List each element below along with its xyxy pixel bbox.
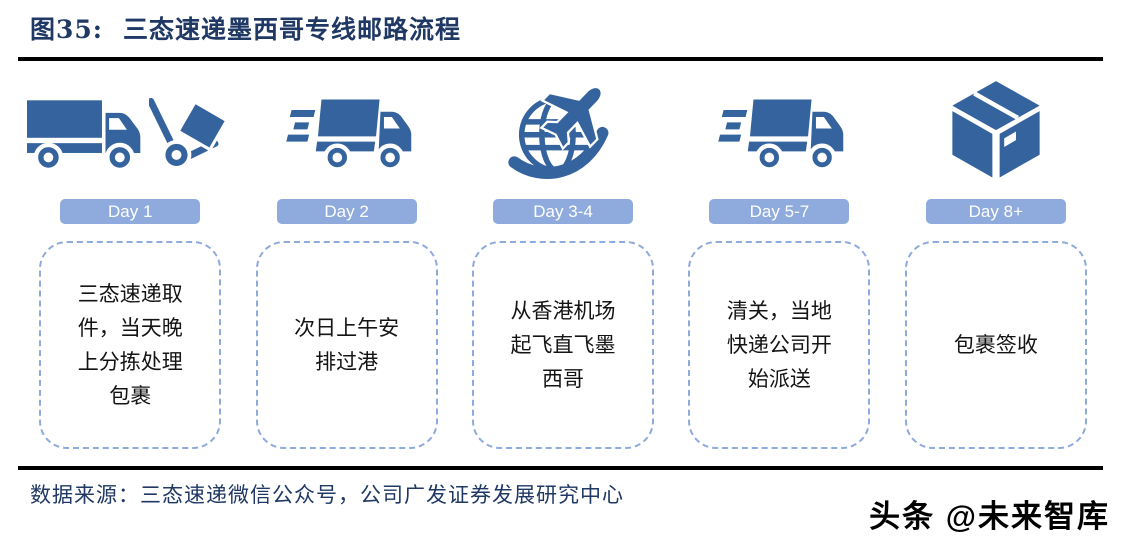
stage-text: 从香港机场起飞直飞墨西哥 bbox=[510, 298, 616, 391]
stage-column-1: Day 1 三态速递取件，当天晚上分拣处理包裹 bbox=[22, 70, 238, 449]
stage-box: 清关，当地快递公司开始派送 bbox=[688, 241, 871, 449]
speeding-truck-icon bbox=[718, 99, 844, 172]
top-divider bbox=[18, 57, 1103, 61]
stage-text: 包裹签收 bbox=[953, 332, 1038, 357]
data-source-text: 数据来源：三态速递微信公众号，公司广发证券发展研究中心 bbox=[30, 483, 624, 507]
stage-column-5: Day 8+ 包裹签收 bbox=[888, 70, 1104, 449]
globe-plane-icon bbox=[508, 85, 609, 180]
process-flow: Day 1 三态速递取件，当天晚上分拣处理包裹 D bbox=[22, 70, 1104, 449]
package-box-icon bbox=[952, 81, 1040, 178]
stage-text: 三态速递取件，当天晚上分拣处理包裹 bbox=[77, 281, 183, 409]
stage-text: 次日上午安排过港 bbox=[294, 315, 400, 374]
watermark-text: 头条 @未来智库 bbox=[869, 499, 1110, 534]
figure-title: 图35: 三态速递墨西哥专线邮路流程 bbox=[30, 10, 461, 46]
figure-number: 图35: bbox=[30, 15, 104, 44]
stage-text: 清关，当地快递公司开始派送 bbox=[726, 298, 832, 391]
day-badge: Day 1 bbox=[60, 199, 201, 224]
figure-title-text: 三态速递墨西哥专线邮路流程 bbox=[123, 15, 462, 44]
day-badge: Day 8+ bbox=[925, 199, 1066, 224]
day-badge: Day 2 bbox=[276, 199, 417, 224]
stage-column-2: Day 2 次日上午安排过港 bbox=[238, 70, 454, 449]
stage-box: 三态速递取件，当天晚上分拣处理包裹 bbox=[39, 241, 222, 449]
stage-box: 包裹签收 bbox=[904, 241, 1087, 449]
stage-box: 次日上午安排过港 bbox=[255, 241, 438, 449]
day-badge: Day 3-4 bbox=[493, 199, 634, 224]
speeding-truck-icon bbox=[285, 99, 411, 172]
stage-box: 从香港机场起飞直飞墨西哥 bbox=[472, 241, 655, 449]
stage-column-4: Day 5-7 清关，当地快递公司开始派送 bbox=[671, 70, 887, 449]
hand-truck-icon bbox=[149, 97, 230, 170]
bottom-divider bbox=[18, 466, 1103, 470]
stage-column-3: Day 3-4 从香港机场起飞直飞墨西哥 bbox=[455, 70, 671, 449]
truck-icon bbox=[27, 100, 141, 173]
day-badge: Day 5-7 bbox=[709, 199, 850, 224]
